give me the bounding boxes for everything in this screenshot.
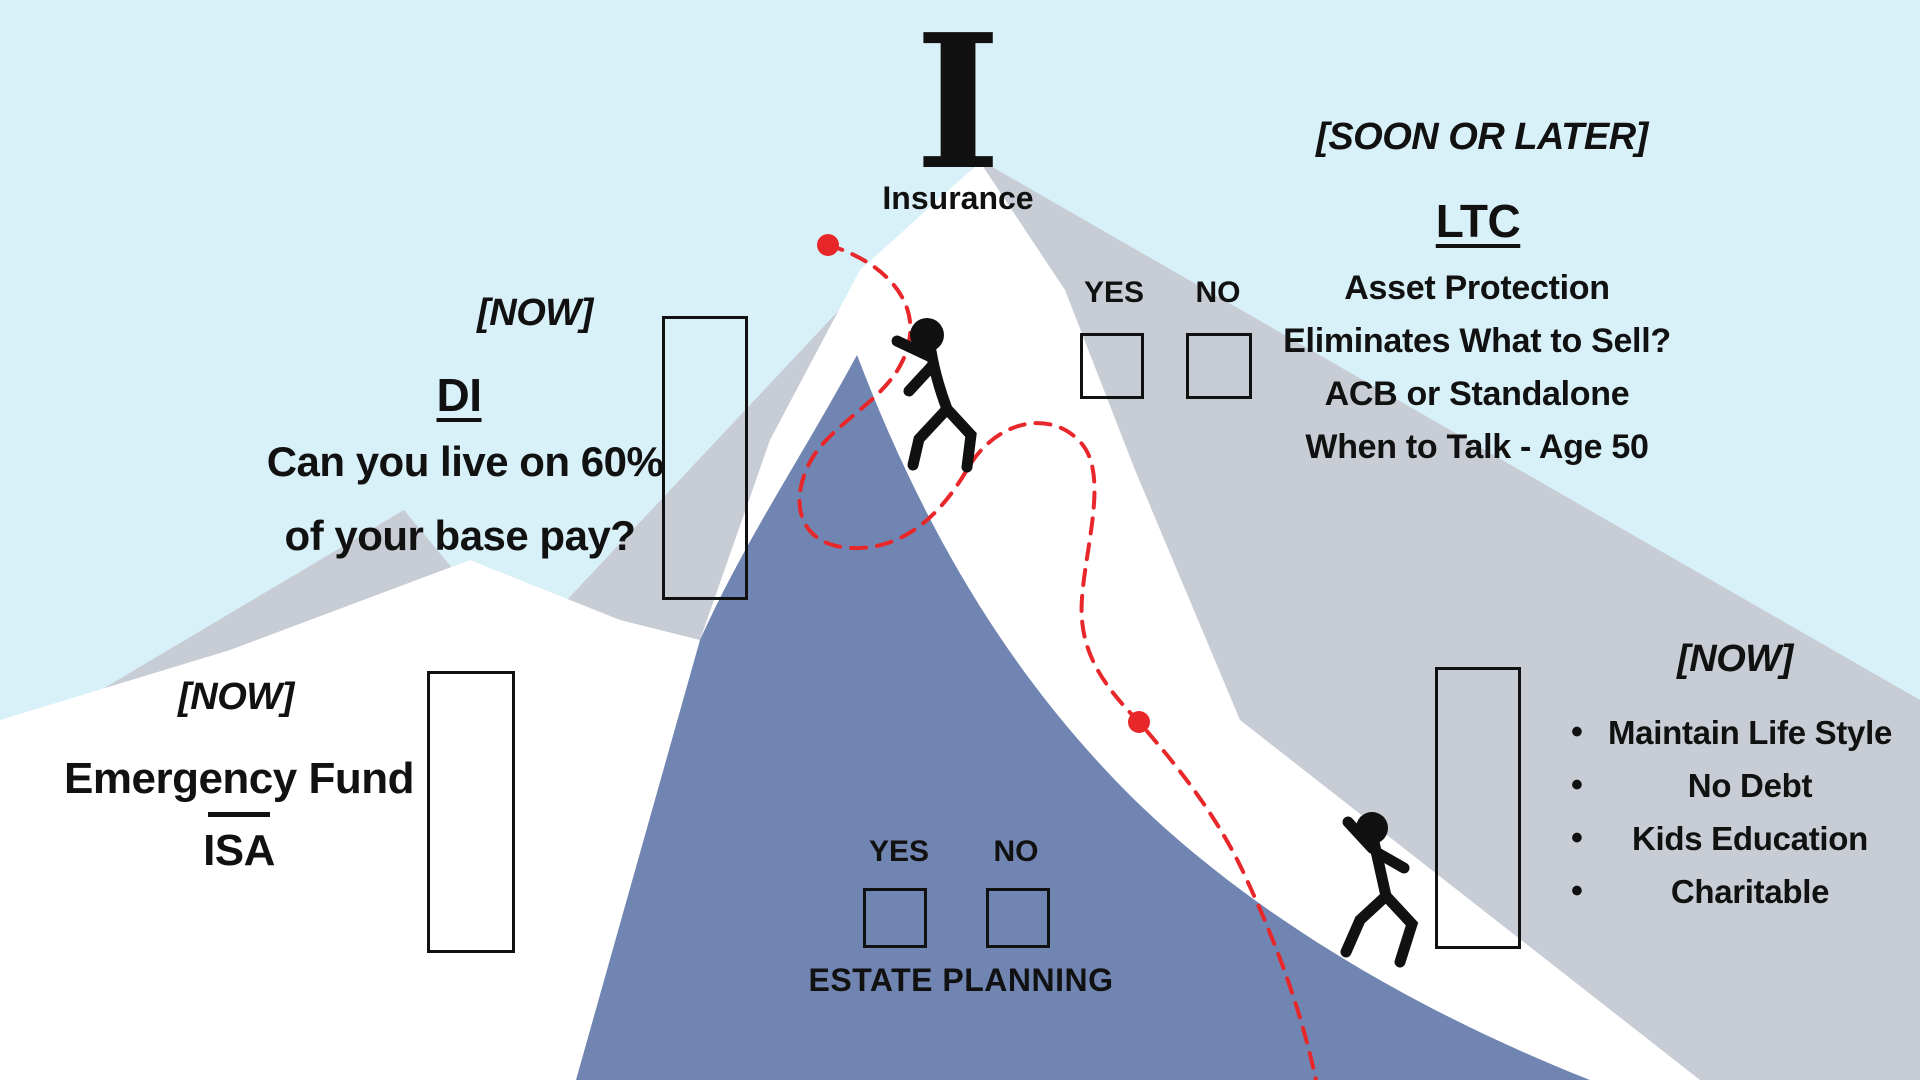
bullet-icon: • (1571, 819, 1583, 857)
climber-lower-icon (1340, 812, 1419, 968)
ltc-point-2: Eliminates What to Sell? (1283, 322, 1671, 360)
goal-text: No Debt (1687, 766, 1813, 804)
goals-list: • Maintain Life Style • No Debt • Kids E… (1560, 706, 1906, 918)
goals-timing-label: [NOW] (1677, 638, 1793, 680)
ltc-yes-label: YES (1083, 276, 1145, 309)
summit-label: Insurance (882, 180, 1034, 216)
goal-text: Charitable (1670, 872, 1830, 910)
goal-item: • No Debt (1560, 759, 1906, 812)
emergency-subtitle: ISA (203, 826, 275, 875)
summit-letter: I (914, 0, 1002, 211)
emergency-divider-line (208, 812, 270, 817)
goal-text: Maintain Life Style (1607, 713, 1893, 751)
di-question-line2: of your base pay? (284, 512, 636, 559)
emergency-title: Emergency Fund (64, 754, 414, 803)
estate-planning-label: ESTATE PLANNING (808, 962, 1114, 998)
emergency-note-box[interactable] (427, 671, 515, 953)
trail-start-dot (817, 234, 839, 256)
trail-mid-dot (1128, 711, 1150, 733)
bullet-icon: • (1571, 766, 1583, 804)
ltc-point-1: Asset Protection (1344, 269, 1610, 307)
estate-yes-label: YES (868, 835, 930, 868)
ltc-yes-checkbox[interactable] (1080, 333, 1144, 399)
goal-text: Kids Education (1632, 819, 1868, 857)
emergency-timing-label: [NOW] (178, 676, 294, 718)
goal-item: • Kids Education (1560, 812, 1906, 865)
ltc-no-label: NO (1195, 276, 1241, 309)
bullet-icon: • (1571, 872, 1583, 910)
climber-upper-icon (891, 318, 977, 473)
ltc-points: Asset Protection Eliminates What to Sell… (1283, 262, 1671, 474)
estate-yes-checkbox[interactable] (863, 888, 927, 948)
di-question-line1: Can you live on 60% (266, 438, 664, 485)
estate-no-label: NO (993, 835, 1039, 868)
ltc-point-4: When to Talk - Age 50 (1305, 428, 1649, 466)
ltc-title: LTC (1435, 195, 1521, 247)
goal-item: • Charitable (1560, 865, 1906, 918)
di-note-box[interactable] (662, 316, 748, 600)
front-mountain (576, 355, 1590, 1080)
bullet-icon: • (1571, 713, 1583, 751)
ltc-point-3: ACB or Standalone (1324, 375, 1630, 413)
di-title: DI (436, 369, 483, 421)
di-timing-label: [NOW] (477, 292, 593, 334)
goals-note-box[interactable] (1435, 667, 1521, 949)
goal-item: • Maintain Life Style (1560, 706, 1906, 759)
ltc-no-checkbox[interactable] (1186, 333, 1252, 399)
trail-path (797, 243, 1318, 1080)
ltc-timing-label: [SOON OR LATER] (1316, 116, 1648, 158)
estate-no-checkbox[interactable] (986, 888, 1050, 948)
